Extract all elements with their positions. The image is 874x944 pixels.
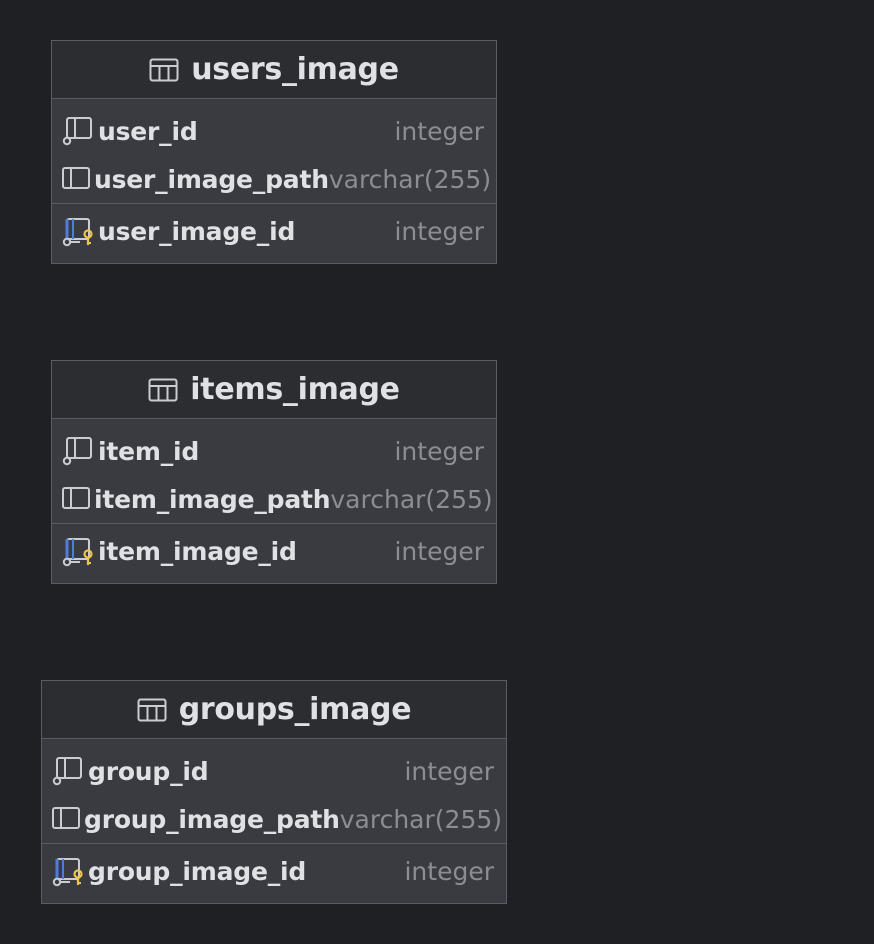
foreign-key-column-icon bbox=[60, 435, 96, 467]
primary-key-column-icon bbox=[60, 536, 96, 568]
foreign-key-column-icon bbox=[50, 755, 86, 787]
column-type: integer bbox=[404, 857, 494, 886]
table-items-image[interactable]: items_image item_id integer item_image_p… bbox=[51, 360, 497, 584]
table-icon bbox=[137, 697, 167, 723]
column-name: group_id bbox=[88, 756, 209, 786]
column-row[interactable]: user_image_path varchar(255) bbox=[52, 155, 496, 203]
primary-key-row[interactable]: user_image_id integer bbox=[52, 203, 496, 261]
column-row[interactable]: group_id integer bbox=[42, 747, 506, 795]
table-groups-image[interactable]: groups_image group_id integer group_imag… bbox=[41, 680, 507, 904]
table-header[interactable]: users_image bbox=[52, 41, 496, 99]
table-icon bbox=[149, 57, 179, 83]
column-name: user_image_path bbox=[94, 164, 329, 194]
column-icon bbox=[60, 483, 92, 515]
table-title: items_image bbox=[190, 372, 400, 407]
table-title: groups_image bbox=[178, 692, 412, 727]
column-type: integer bbox=[394, 217, 484, 246]
column-type: integer bbox=[394, 436, 484, 466]
column-row[interactable]: item_id integer bbox=[52, 427, 496, 475]
column-type: integer bbox=[404, 756, 494, 786]
column-name: user_id bbox=[98, 116, 198, 146]
column-name: item_image_path bbox=[94, 484, 331, 514]
primary-key-row[interactable]: group_image_id integer bbox=[42, 843, 506, 901]
column-row[interactable]: item_image_path varchar(255) bbox=[52, 475, 496, 523]
column-type: integer bbox=[394, 116, 484, 146]
column-name: group_image_id bbox=[88, 857, 307, 886]
foreign-key-column-icon bbox=[60, 115, 96, 147]
column-type: varchar(255) bbox=[328, 164, 492, 194]
column-type: varchar(255) bbox=[330, 484, 493, 514]
column-name: user_image_id bbox=[98, 217, 296, 246]
column-icon bbox=[50, 803, 82, 835]
column-row[interactable]: user_id integer bbox=[52, 107, 496, 155]
primary-key-column-icon bbox=[50, 856, 86, 888]
column-name: item_image_id bbox=[98, 537, 297, 566]
column-name: item_id bbox=[98, 436, 200, 466]
table-users-image[interactable]: users_image user_id integer user_image_p… bbox=[51, 40, 497, 264]
column-icon bbox=[60, 163, 92, 195]
column-type: varchar(255) bbox=[339, 804, 503, 834]
table-icon bbox=[148, 377, 178, 403]
table-header[interactable]: items_image bbox=[52, 361, 496, 419]
table-title: users_image bbox=[191, 52, 399, 87]
column-type: integer bbox=[394, 537, 484, 566]
primary-key-column-icon bbox=[60, 216, 96, 248]
column-row[interactable]: group_image_path varchar(255) bbox=[42, 795, 506, 843]
table-header[interactable]: groups_image bbox=[42, 681, 506, 739]
primary-key-row[interactable]: item_image_id integer bbox=[52, 523, 496, 581]
column-name: group_image_path bbox=[84, 804, 340, 834]
